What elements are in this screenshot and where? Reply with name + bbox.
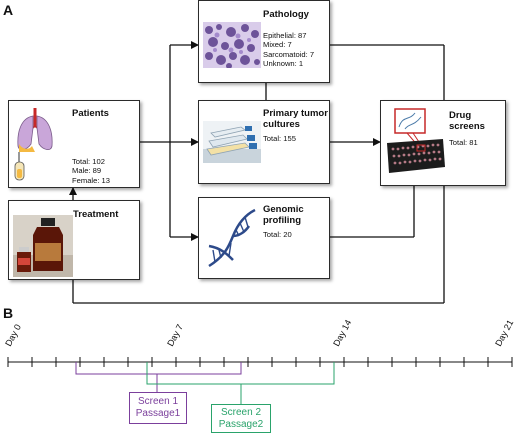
patients-title: Patients (72, 108, 109, 119)
panel-label-a: A (3, 2, 14, 18)
screen1-title: Screen 1 (137, 396, 179, 407)
cultures-total: Total: 155 (263, 134, 296, 143)
screen2-box: Screen 2 Passage2 (211, 404, 271, 433)
screen1-bracket (75, 362, 242, 392)
patients-total: Total: 102 (72, 157, 105, 166)
screen2-bracket (146, 362, 335, 404)
pathology-box: Pathology Epithelial: 87 Mixed: 7 Sarcom… (198, 0, 330, 83)
drug-screens-box: Drug screens Total: 81 (380, 100, 506, 186)
well-plate-image (387, 108, 445, 173)
pathology-epithelial: Epithelial: 87 (263, 31, 307, 40)
cultures-box: Primary tumor cultures Total: 155 (198, 100, 330, 184)
cultures-title-line2: cultures (263, 119, 300, 130)
medicine-bottles-image (13, 215, 73, 277)
drug-screens-total: Total: 81 (449, 138, 478, 147)
cultures-title-line1: Primary tumor (263, 108, 328, 119)
genomic-box: Genomic profiling Total: 20 (198, 197, 330, 279)
screen2-passage: Passage2 (218, 419, 264, 430)
drug-screens-title: Drug screens (449, 110, 485, 132)
genomic-title-line1: Genomic (263, 204, 304, 215)
histology-image (203, 22, 261, 68)
patients-box: Patients Total: 102 Male: 89 Female: 13 (8, 100, 140, 188)
patients-male: Male: 89 (72, 166, 102, 176)
pathology-mixed: Mixed: 7 (263, 40, 292, 50)
genomic-title-line2: profiling (263, 215, 301, 226)
pathology-sarcomatoid: Sarcomatoid: 7 (263, 49, 315, 59)
treatment-box: Treatment (8, 200, 140, 280)
screen2-title: Screen 2 (220, 407, 262, 418)
dna-helix-icon (208, 208, 256, 268)
pathology-unknown: Unknown: 1 (263, 59, 304, 69)
lungs-icon (14, 108, 53, 181)
patients-female: Female: 13 (72, 175, 110, 185)
culture-flasks-image (203, 121, 261, 163)
genomic-total: Total: 20 (263, 230, 292, 239)
pathology-title: Pathology (263, 9, 309, 20)
treatment-title: Treatment (73, 209, 119, 220)
screen1-passage: Passage1 (135, 408, 181, 419)
panel-label-b: B (3, 305, 14, 321)
screen1-box: Screen 1 Passage1 (129, 392, 187, 424)
